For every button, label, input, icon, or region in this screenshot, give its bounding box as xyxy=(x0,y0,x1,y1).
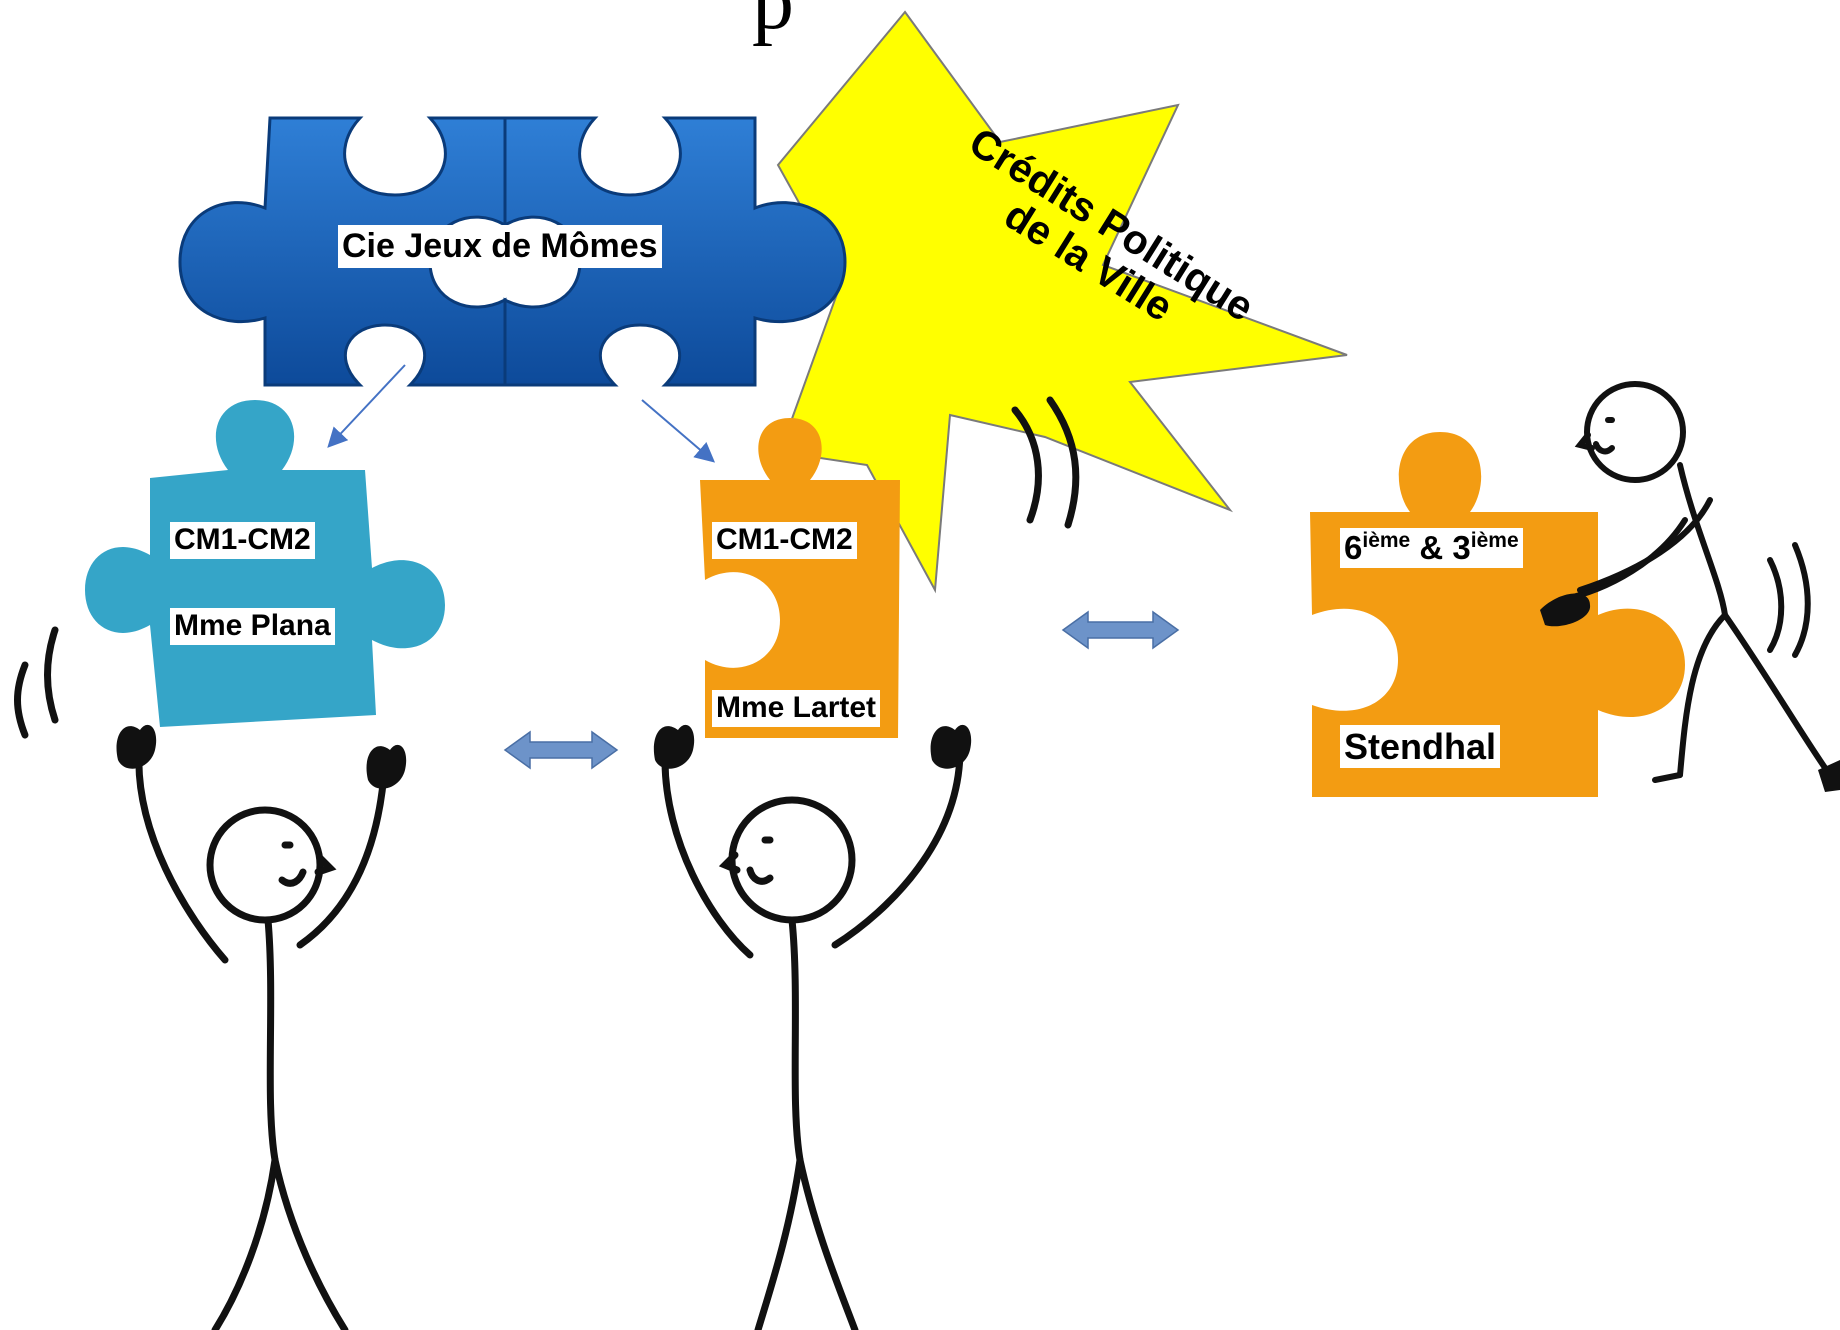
credits-star-shape xyxy=(776,10,1348,594)
grade-3-suffix: ième xyxy=(1470,529,1519,552)
plana-teacher-label: Mme Plana xyxy=(170,608,335,645)
grades-connector: & xyxy=(1410,529,1453,566)
left-hand-1 xyxy=(116,724,157,769)
right-hand xyxy=(1540,593,1591,627)
middle-hand-1 xyxy=(653,724,695,769)
double-arrow-plana-lartet xyxy=(503,730,619,770)
left-hand-2 xyxy=(366,744,407,789)
college-school-label: Stendhal xyxy=(1340,725,1501,769)
stick-figure-middle xyxy=(661,396,1080,1330)
arrow-to-lartet xyxy=(641,399,716,463)
lartet-grade-label: CM1-CM2 xyxy=(712,522,857,559)
middle-hand-2 xyxy=(930,724,972,769)
company-label: Cie Jeux de Mômes xyxy=(338,225,662,269)
lartet-teacher-label: Mme Lartet xyxy=(712,690,881,727)
arrow-to-plana xyxy=(327,364,406,448)
grade-6-suffix: ième xyxy=(1362,529,1411,552)
stendhal-puzzle xyxy=(1310,432,1685,797)
grade-3-number: 3 xyxy=(1452,529,1471,566)
college-grades-label: 6ième & 3ième xyxy=(1340,528,1523,568)
stick-figure-left xyxy=(14,626,389,1330)
lartet-puzzle xyxy=(700,418,900,738)
right-foot xyxy=(1818,760,1840,792)
double-arrow-lartet-stendhal xyxy=(1061,610,1180,650)
company-puzzle-right xyxy=(503,116,847,387)
title-fragment: p xyxy=(752,0,794,47)
stick-figure-right xyxy=(1557,381,1833,783)
grade-6-number: 6 xyxy=(1344,529,1363,566)
plana-grade-label: CM1-CM2 xyxy=(170,522,315,559)
plana-puzzle xyxy=(85,400,445,727)
